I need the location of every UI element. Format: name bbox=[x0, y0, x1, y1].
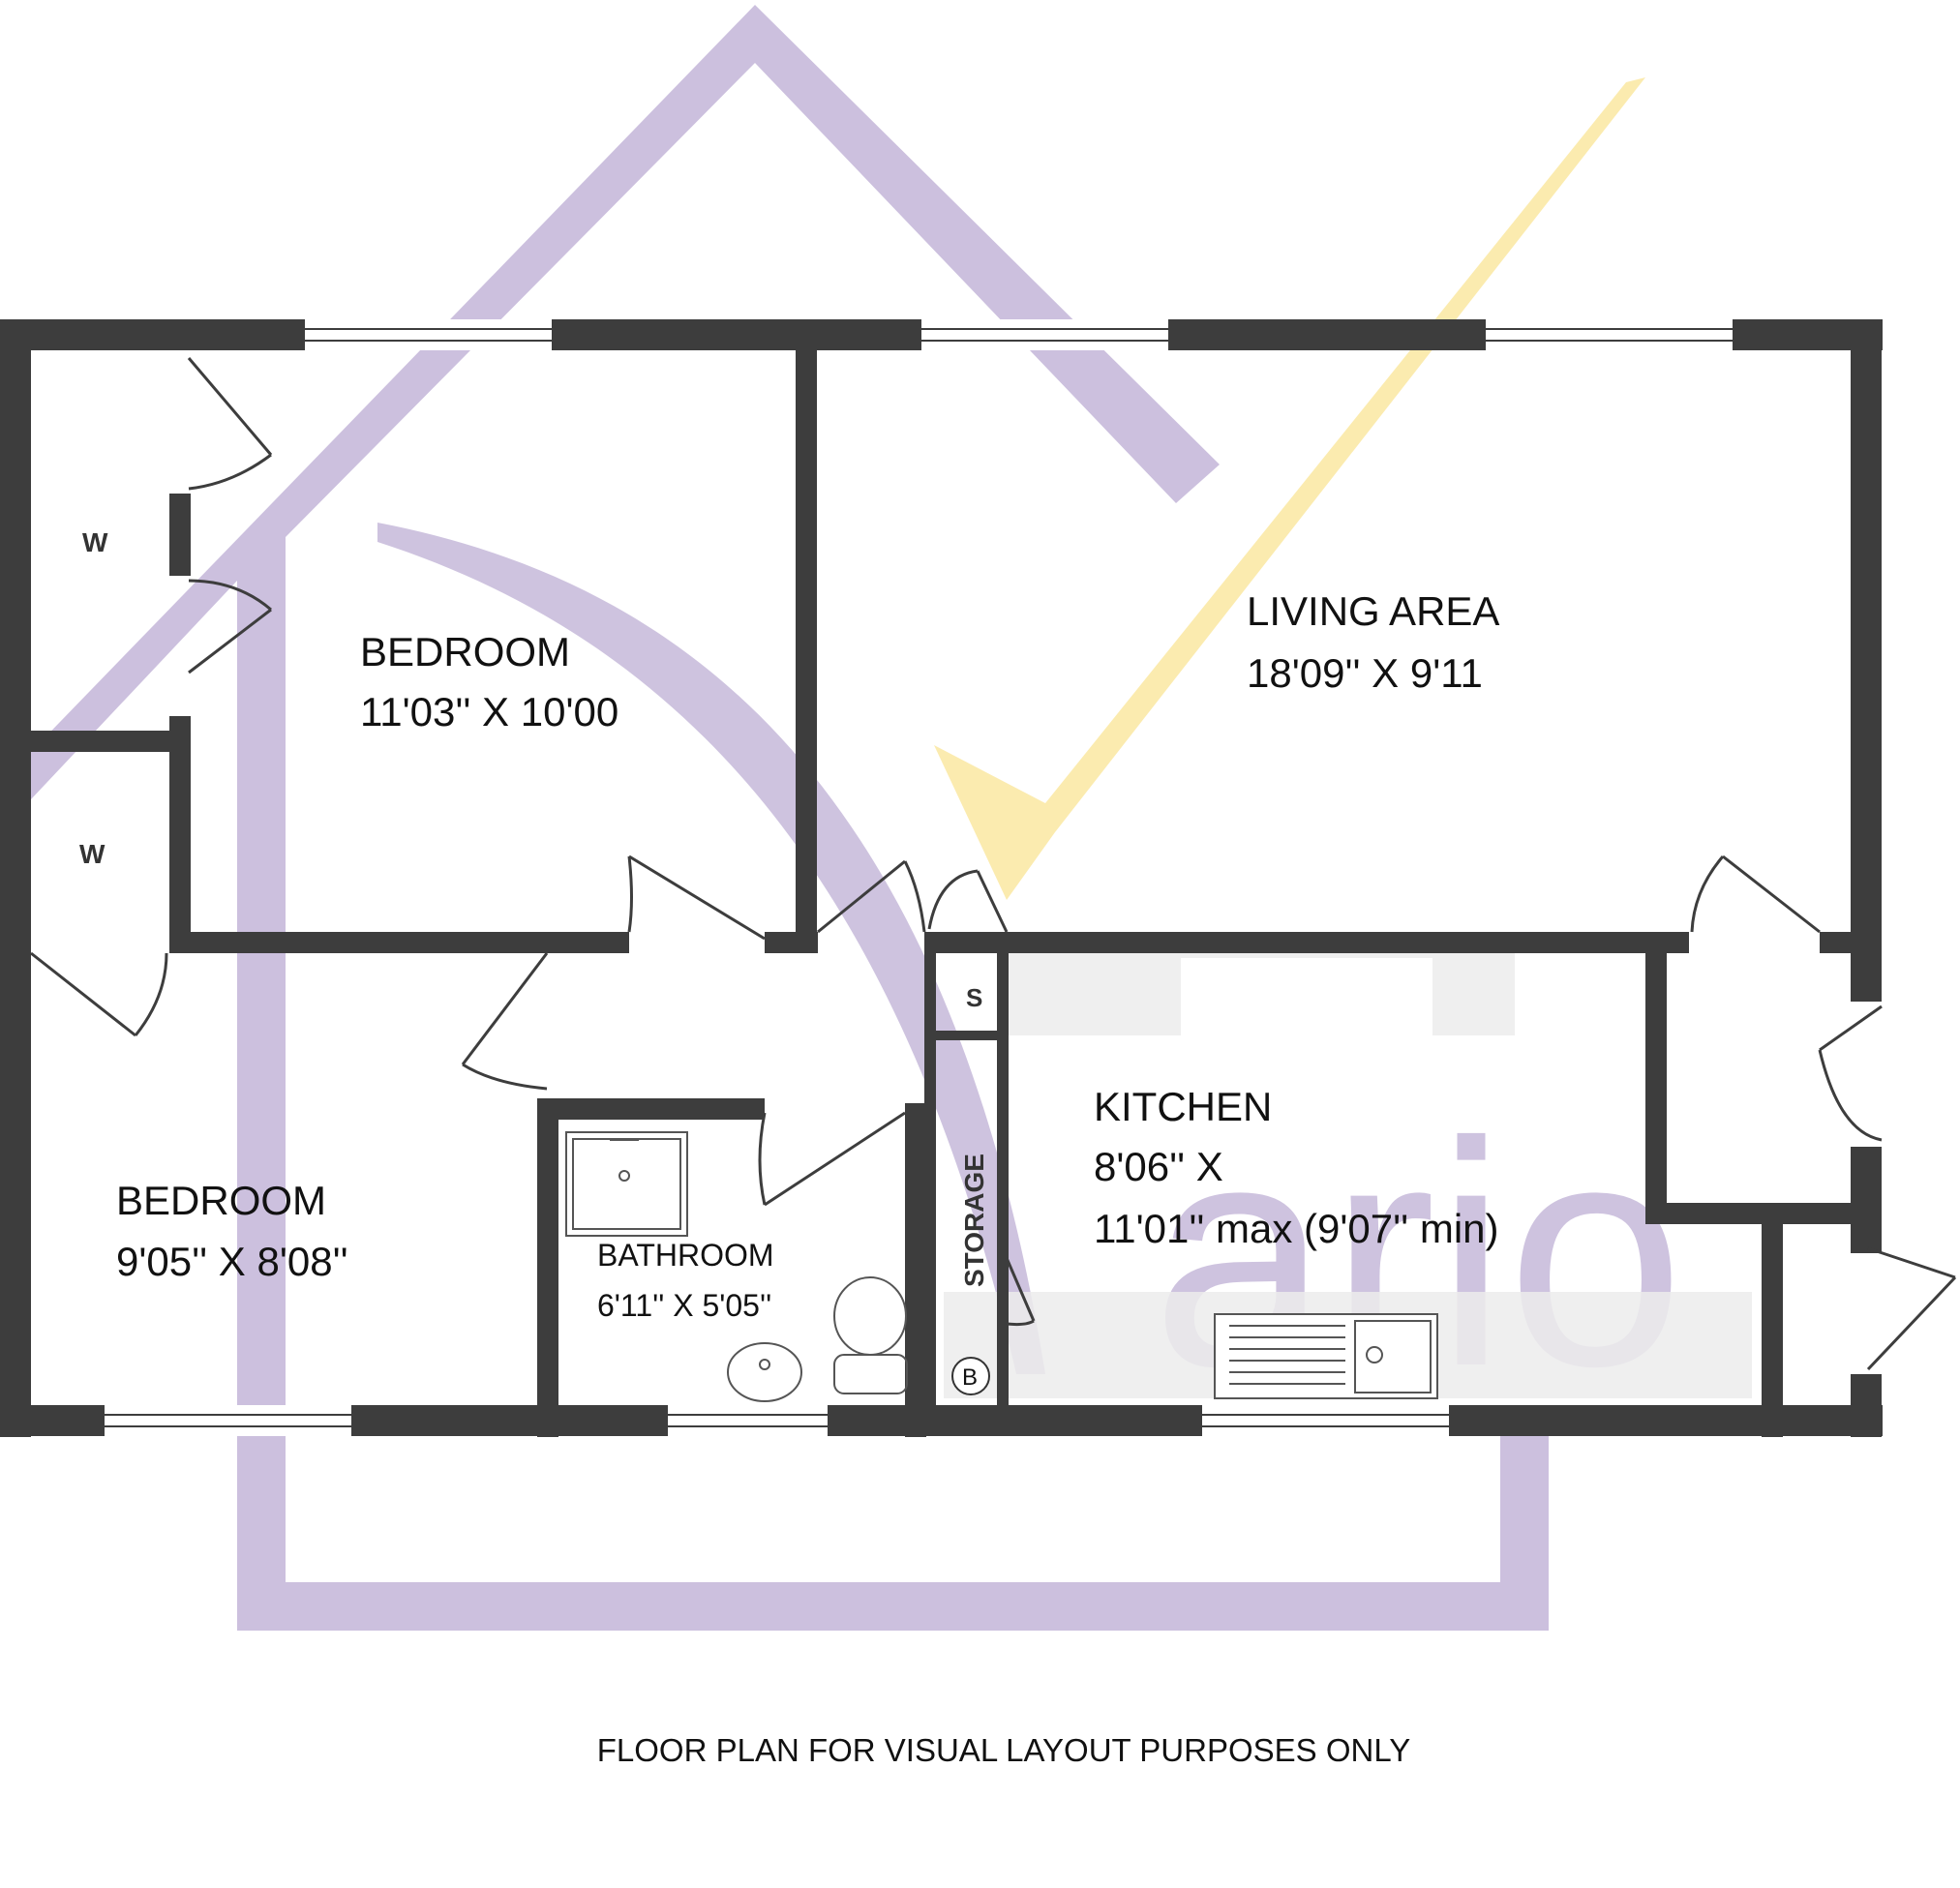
kitchen-name: KITCHEN bbox=[1094, 1084, 1272, 1129]
bathroom-name: BATHROOM bbox=[597, 1238, 774, 1273]
bathroom-size: 6'11'' X 5'05'' bbox=[597, 1288, 771, 1323]
wardrobe-label-2: W bbox=[79, 839, 106, 869]
living-area-name: LIVING AREA bbox=[1247, 588, 1499, 634]
disclaimer-caption: FLOOR PLAN FOR VISUAL LAYOUT PURPOSES ON… bbox=[597, 1732, 1411, 1768]
bedroom-2-name: BEDROOM bbox=[116, 1178, 326, 1223]
doors bbox=[30, 357, 1957, 1371]
kitchen-blur-patch bbox=[1181, 958, 1432, 1064]
storage-s-label: S bbox=[966, 983, 982, 1012]
watermark-house-icon bbox=[0, 5, 1549, 1631]
storage-label: STORAGE bbox=[959, 1154, 989, 1287]
watermark-swoosh-icon bbox=[377, 523, 1045, 1374]
walls bbox=[0, 319, 1957, 1437]
sink-icon bbox=[727, 1342, 802, 1402]
bedroom-1-size: 11'03'' X 10'00 bbox=[360, 689, 618, 734]
shower-tray-icon bbox=[565, 1131, 688, 1237]
kitchen-size-line-1: 8'06'' X bbox=[1094, 1144, 1223, 1189]
kitchen-sink-icon bbox=[1214, 1313, 1438, 1399]
boiler-marker: B bbox=[951, 1357, 990, 1395]
wardrobe-label-1: W bbox=[82, 527, 108, 557]
bedroom-1-name: BEDROOM bbox=[360, 629, 570, 674]
boiler-label: B bbox=[962, 1364, 978, 1391]
bathroom-fixtures bbox=[565, 1131, 908, 1402]
living-area-size: 18'09'' X 9'11 bbox=[1247, 650, 1483, 696]
bedroom-2-size: 9'05'' X 8'08'' bbox=[116, 1239, 348, 1284]
windows bbox=[105, 319, 1733, 1436]
toilet-icon bbox=[833, 1276, 907, 1356]
kitchen-size-line-2: 11'01'' max (9'07'' min) bbox=[1094, 1206, 1499, 1251]
watermark-check-icon bbox=[934, 77, 1645, 900]
